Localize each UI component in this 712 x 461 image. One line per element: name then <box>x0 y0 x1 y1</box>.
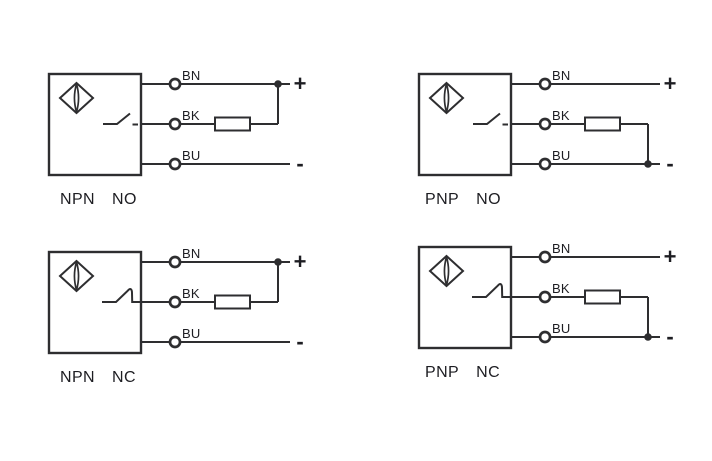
wiring-diagram-pnp-no: BN BK BU + - PNP NO <box>409 60 689 230</box>
sensor-lens-icon <box>73 83 80 113</box>
terminal-bn <box>538 77 552 91</box>
wiring-diagram-pnp-nc: BN BK BU + - PNP NC <box>409 233 689 403</box>
caption-contact: NC <box>476 364 501 381</box>
caption-polarity: NPN <box>60 191 95 208</box>
circuit-drawing-pnp-nc <box>417 245 660 350</box>
caption-pnp-no: PNP NO <box>425 191 501 208</box>
wire-label-bn: BN <box>552 68 571 83</box>
caption-npn-no: NPN NO <box>60 191 137 208</box>
terminal-bk <box>538 117 552 131</box>
plus-sign: + <box>293 249 307 274</box>
terminal-bk <box>538 290 552 304</box>
minus-sign: - <box>666 324 674 349</box>
wire-label-bk: BK <box>182 108 200 123</box>
sensor-box <box>417 245 513 350</box>
minus-sign: - <box>296 151 304 176</box>
sensor-box <box>47 250 143 355</box>
caption-polarity: NPN <box>60 369 95 386</box>
plus-sign: + <box>293 71 307 96</box>
terminal-bk <box>168 117 182 131</box>
junction-dot <box>644 333 652 341</box>
circuit-drawing-npn-nc <box>47 250 290 355</box>
sensor-lens-icon <box>73 261 80 291</box>
proximity-sensor-icon <box>58 81 95 115</box>
terminal-bu <box>168 157 182 171</box>
minus-sign: - <box>666 151 674 176</box>
circuit-drawing-npn-no <box>47 72 290 177</box>
junction-dot <box>274 258 282 266</box>
terminal-bu <box>168 335 182 349</box>
wire-label-bu: BU <box>552 148 571 163</box>
wire-label-bk: BK <box>552 108 570 123</box>
switch-nc-icon <box>472 283 511 298</box>
sensor-box <box>47 72 143 177</box>
wire-label-bu: BU <box>182 326 201 341</box>
caption-polarity: PNP <box>425 191 460 208</box>
wire-label-bk: BK <box>552 281 570 296</box>
junction-dot <box>644 160 652 168</box>
resistor-load <box>584 289 621 305</box>
plus-sign: + <box>663 244 677 269</box>
terminal-bn <box>538 250 552 264</box>
caption-contact: NO <box>476 191 501 208</box>
wire-label-bu: BU <box>182 148 201 163</box>
proximity-sensor-icon <box>428 81 465 115</box>
resistor-load <box>214 116 251 132</box>
caption-contact: NC <box>111 369 136 386</box>
switch-nc-icon <box>102 288 141 303</box>
proximity-sensor-icon <box>58 259 95 293</box>
wire-label-bk: BK <box>182 286 200 301</box>
caption-npn-nc: NPN NC <box>60 369 136 386</box>
sensor-lens-icon <box>443 256 450 286</box>
wire-label-bn: BN <box>182 246 201 261</box>
wiring-diagram-npn-nc: BN BK BU + - NPN NC <box>39 238 319 408</box>
caption-polarity: PNP <box>425 364 460 381</box>
wire-label-bn: BN <box>182 68 201 83</box>
switch-no-icon <box>473 112 508 126</box>
switch-no-icon <box>103 112 138 126</box>
terminal-bn <box>168 255 182 269</box>
terminal-bk <box>168 295 182 309</box>
terminal-bn <box>168 77 182 91</box>
circuit-drawing-pnp-no <box>417 72 660 177</box>
plus-sign: + <box>663 71 677 96</box>
terminal-bu <box>538 330 552 344</box>
wire-label-bu: BU <box>552 321 571 336</box>
sensor-box <box>417 72 513 177</box>
caption-pnp-nc: PNP NC <box>425 364 500 381</box>
wiring-diagram-npn-no: BN BK BU + - NPN NO <box>39 60 319 230</box>
wire-label-bn: BN <box>552 241 571 256</box>
resistor-load <box>584 116 621 132</box>
resistor-load <box>214 294 251 310</box>
sensor-lens-icon <box>443 83 450 113</box>
proximity-sensor-icon <box>428 254 465 288</box>
junction-dot <box>274 80 282 88</box>
caption-contact: NO <box>111 191 137 208</box>
minus-sign: - <box>296 329 304 354</box>
terminal-bu <box>538 157 552 171</box>
